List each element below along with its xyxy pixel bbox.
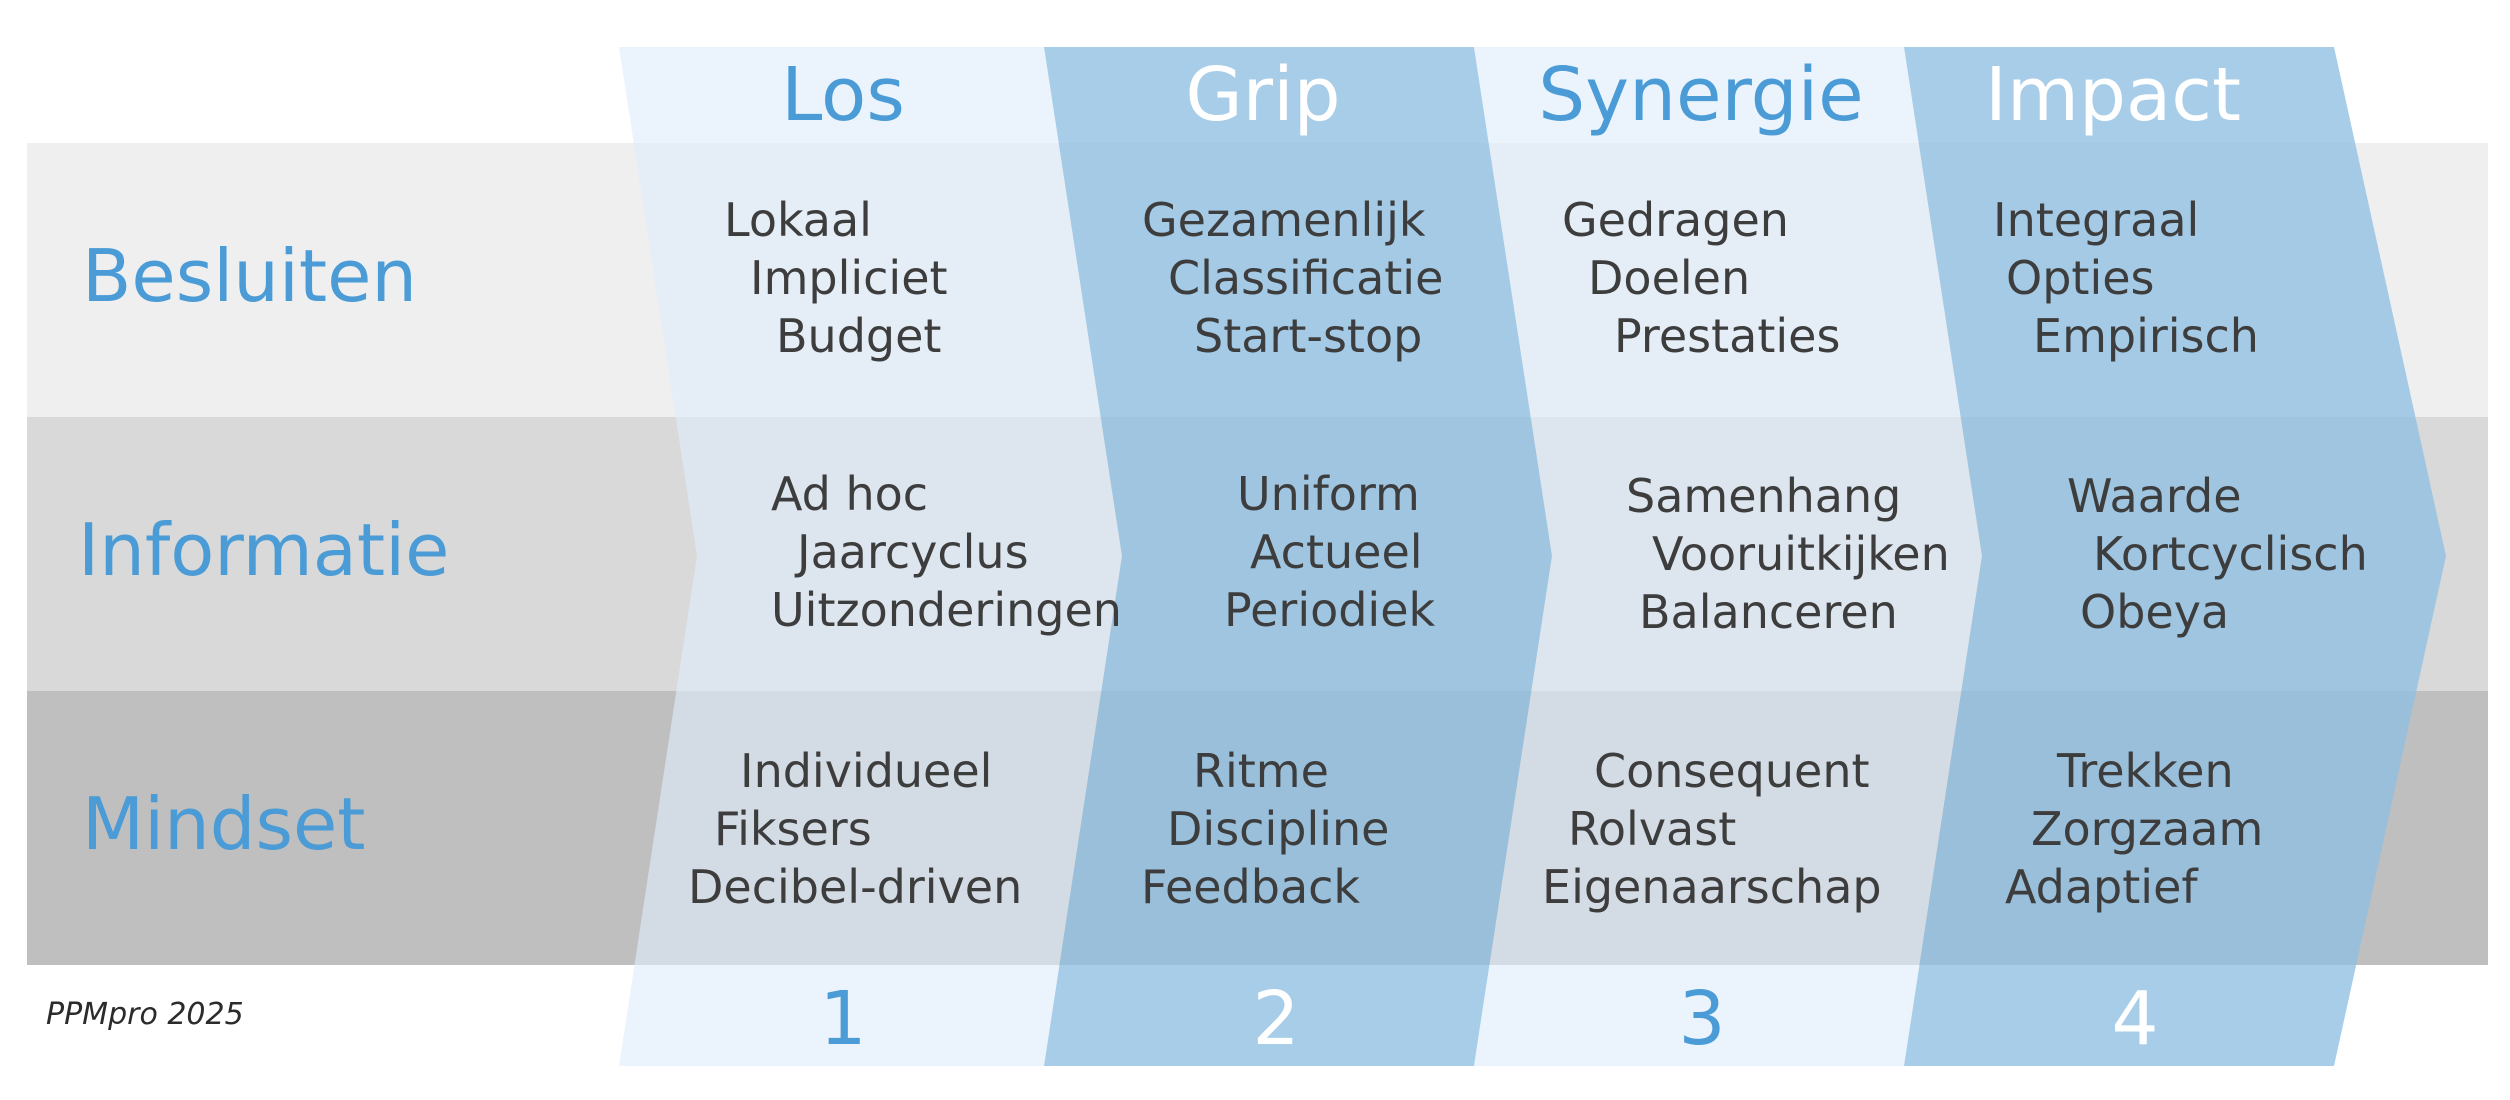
- cell-line: Actueel: [1250, 525, 1423, 579]
- stage-chevron-1: [619, 47, 1122, 1066]
- cell-line: Fiksers: [714, 802, 872, 856]
- stage-title-impact: Impact: [1985, 52, 2241, 138]
- cell-grip-mindset: Ritme Discipline Feedback: [1141, 742, 1389, 916]
- cell-line: Doelen: [1588, 251, 1751, 305]
- cell-line: Gedragen: [1562, 193, 1789, 247]
- stage-number-3: 3: [1678, 976, 1726, 1062]
- cell-line: Ritme: [1193, 744, 1329, 798]
- stage-title-grip: Grip: [1185, 52, 1341, 138]
- cell-line: Start-stop: [1194, 309, 1423, 363]
- cell-line: Periodiek: [1224, 583, 1436, 637]
- cell-line: Feedback: [1141, 860, 1361, 914]
- cell-line: Balanceren: [1639, 585, 1898, 639]
- cell-line: Ad hoc: [771, 467, 929, 521]
- cell-line: Empirisch: [2033, 309, 2259, 363]
- cell-line: Jaarcyclus: [797, 525, 1029, 579]
- cell-line: Obeya: [2080, 585, 2230, 639]
- cell-line: Gezamenlijk: [1142, 193, 1426, 247]
- stage-chevron-3: [1474, 47, 1982, 1066]
- stage-number-2: 2: [1252, 976, 1300, 1062]
- cell-line: Rolvast: [1568, 802, 1737, 856]
- cell-line: Integraal: [1993, 193, 2200, 247]
- stage-title-los: Los: [781, 52, 905, 138]
- cell-line: Opties: [2006, 251, 2155, 305]
- stage-title-synergie: Synergie: [1538, 52, 1864, 138]
- cell-line: Decibel-driven: [688, 860, 1023, 914]
- cell-line: Eigenaarschap: [1542, 860, 1882, 914]
- row-label-mindset: Mindset: [82, 782, 366, 866]
- cell-line: Trekken: [2057, 744, 2234, 798]
- cell-line: Waarde: [2067, 469, 2242, 523]
- cell-los-besluiten: Lokaal Impliciet Budget: [724, 191, 948, 365]
- cell-line: Consequent: [1594, 744, 1870, 798]
- footer-credit: PPMpro 2025: [46, 997, 244, 1032]
- cell-line: Samenhang: [1626, 469, 1902, 523]
- stage-chevron-2: [1044, 47, 1552, 1066]
- cell-line: Prestaties: [1614, 309, 1841, 363]
- cell-grip-besluiten: Gezamenlijk Classificatie Start-stop: [1142, 191, 1443, 365]
- cell-line: Vooruitkijken: [1652, 527, 1950, 581]
- cell-line: Zorgzaam: [2031, 802, 2264, 856]
- cell-line: Uniform: [1237, 467, 1420, 521]
- stage-number-4: 4: [2111, 976, 2159, 1062]
- cell-line: Impliciet: [750, 251, 948, 305]
- cell-impact-mindset: Trekken Zorgzaam Adaptief: [2005, 742, 2263, 916]
- cell-line: Lokaal: [724, 193, 872, 247]
- row-label-besluiten: Besluiten: [82, 234, 418, 318]
- cell-impact-besluiten: Integraal Opties Empirisch: [1993, 191, 2259, 365]
- cell-grip-informatie: Uniform Actueel Periodiek: [1224, 465, 1435, 639]
- cell-line: Budget: [776, 309, 942, 363]
- cell-impact-informatie: Waarde Kortcyclisch Obeya: [2067, 467, 2368, 641]
- cell-line: Classificatie: [1168, 251, 1444, 305]
- cell-synergie-besluiten: Gedragen Doelen Prestaties: [1562, 191, 1840, 365]
- cell-line: Discipline: [1167, 802, 1390, 856]
- cell-line: Adaptief: [2005, 860, 2198, 914]
- cell-los-informatie: Ad hoc Jaarcyclus Uitzonderingen: [771, 465, 1122, 639]
- cell-synergie-mindset: Consequent Rolvast Eigenaarschap: [1542, 742, 1882, 916]
- stage-number-1: 1: [819, 976, 867, 1062]
- stage-chevron-4: [1904, 47, 2446, 1066]
- cell-line: Uitzonderingen: [771, 583, 1122, 637]
- cell-line: Kortcyclisch: [2093, 527, 2368, 581]
- cell-synergie-informatie: Samenhang Vooruitkijken Balanceren: [1626, 467, 1950, 641]
- cell-los-mindset: Individueel Fiksers Decibel-driven: [688, 742, 1022, 916]
- cell-line: Individueel: [740, 744, 993, 798]
- row-label-informatie: Informatie: [78, 508, 450, 592]
